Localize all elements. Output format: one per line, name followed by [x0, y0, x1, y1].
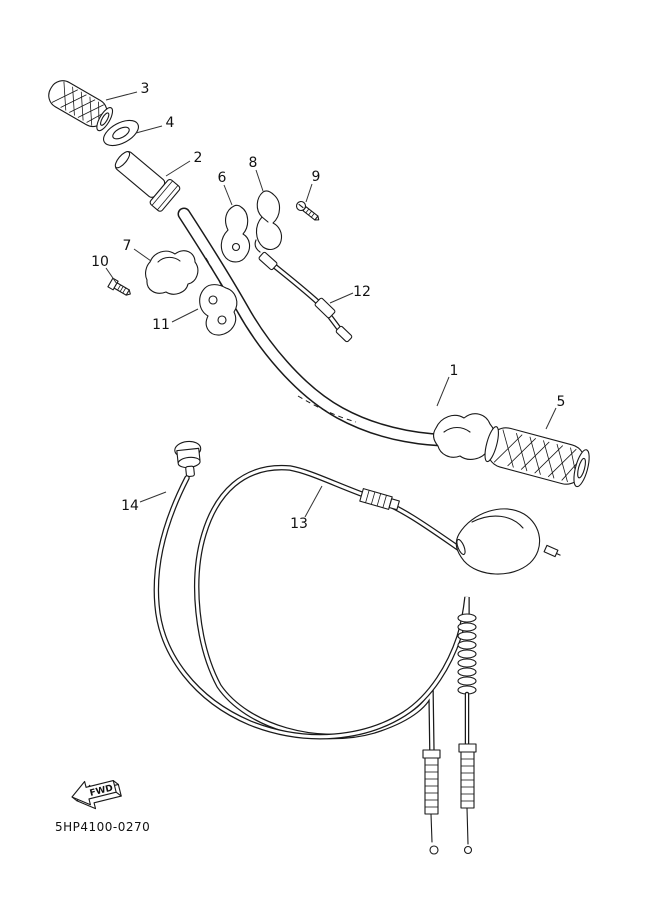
callout-14-number[interactable]: 14 [121, 498, 139, 514]
cable-adjuster-left [422, 749, 441, 855]
callout-11[interactable]: 11 [152, 308, 199, 333]
grip-holder [145, 250, 199, 295]
screw-9 [295, 200, 320, 221]
callout-8-number[interactable]: 8 [249, 155, 258, 171]
cable-guide-clamp [220, 204, 251, 263]
callout-12-number[interactable]: 12 [353, 284, 371, 300]
handlebar-clamp [199, 284, 238, 336]
handlebar [177, 207, 475, 447]
callout-10[interactable]: 10 [91, 254, 118, 285]
callout-13-number[interactable]: 13 [290, 516, 308, 532]
callout-4-number[interactable]: 4 [166, 115, 175, 131]
callout-12[interactable]: 12 [329, 284, 371, 304]
diagram-code: 5HP4100-0270 [55, 820, 150, 834]
callout-3-number[interactable]: 3 [141, 81, 150, 97]
starter-cable [153, 475, 477, 755]
callout-7[interactable]: 7 [123, 238, 152, 262]
throttle-tube [114, 151, 181, 212]
throttle-cable [254, 239, 353, 343]
screw-10 [107, 277, 131, 296]
callout-13[interactable]: 13 [290, 485, 323, 532]
left-grip [48, 80, 114, 132]
callout-1-number[interactable]: 1 [450, 363, 459, 379]
fwd-arrow: FWD [71, 779, 122, 810]
lever-boot [455, 508, 561, 575]
callout-1[interactable]: 1 [436, 363, 459, 407]
callout-11-number[interactable]: 11 [152, 317, 170, 333]
callout-6[interactable]: 6 [218, 170, 233, 206]
cable-holder [255, 190, 283, 250]
callout-4[interactable]: 4 [135, 115, 175, 134]
callout-7-number[interactable]: 7 [123, 238, 132, 254]
right-grip [484, 426, 590, 488]
callout-3[interactable]: 3 [105, 81, 150, 101]
callout-9-number[interactable]: 9 [312, 169, 321, 185]
callout-5-number[interactable]: 5 [557, 394, 566, 410]
callout-10-number[interactable]: 10 [91, 254, 109, 270]
cable-adjuster-right [458, 743, 477, 855]
callout-2-number[interactable]: 2 [194, 150, 203, 166]
callout-6-number[interactable]: 6 [218, 170, 227, 186]
grip-washer [103, 119, 139, 147]
callout-14[interactable]: 14 [121, 491, 167, 514]
callout-8[interactable]: 8 [249, 155, 264, 192]
callout-9[interactable]: 9 [305, 169, 321, 203]
starter-knob [174, 440, 202, 478]
callout-2[interactable]: 2 [165, 150, 203, 177]
callout-5[interactable]: 5 [545, 394, 566, 430]
